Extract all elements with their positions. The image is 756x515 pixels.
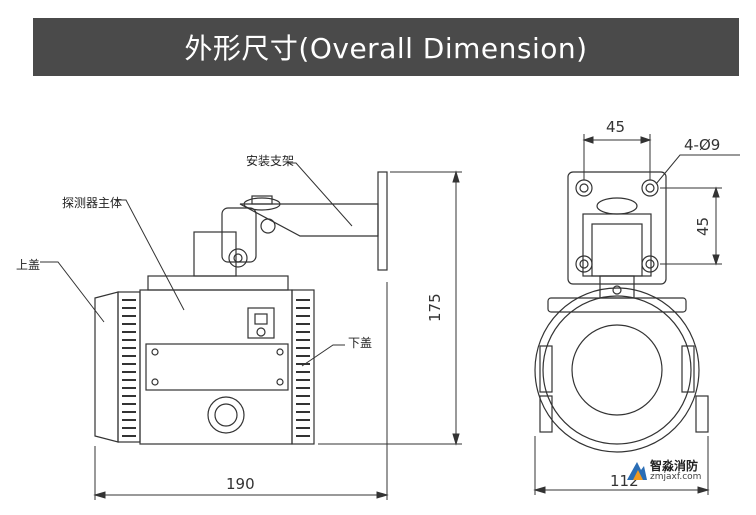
- main-body-shape: [139, 289, 293, 445]
- dim-175: 175: [426, 293, 444, 322]
- flame-logo-icon: [627, 462, 647, 480]
- label-top-cover: 上盖: [16, 258, 41, 272]
- watermark-name: 智淼消防: [650, 458, 699, 473]
- front-view: [534, 171, 709, 453]
- dim-45-horizontal: 45: [606, 118, 626, 136]
- dimension-45h-lines: [582, 134, 652, 180]
- dimension-175-lines: [318, 170, 462, 446]
- name-plate: [145, 343, 289, 391]
- pivot-bolt: [228, 248, 248, 268]
- bottom-cover-shape: [291, 289, 315, 445]
- front-window: [571, 324, 663, 416]
- dimension-45v-lines: [660, 186, 722, 266]
- cable-gland: [207, 396, 245, 434]
- dimension-112-lines: [533, 436, 710, 495]
- bracket-arm: [239, 203, 379, 237]
- page-title: 外形尺寸(Overall Dimension): [184, 32, 588, 65]
- dim-holes: 4-Ø9: [684, 136, 721, 154]
- leader-lines-side: [40, 162, 353, 367]
- wall-plate: [377, 171, 388, 271]
- front-body-ring: [534, 287, 700, 453]
- side-view: [94, 171, 388, 445]
- title-banner: 外形尺寸(Overall Dimension): [33, 18, 739, 76]
- watermark-url: zmjaxf.com: [650, 471, 702, 482]
- holes-leader: [655, 154, 740, 185]
- dimension-190-lines: [93, 282, 389, 500]
- label-main-body: 探测器主体: [62, 196, 123, 210]
- bracket-plate: [567, 171, 667, 285]
- dim-45-vertical: 45: [694, 216, 712, 236]
- label-bottom-cover: 下盖: [348, 336, 373, 350]
- label-bracket: 安装支架: [246, 154, 295, 168]
- dim-190: 190: [226, 475, 255, 493]
- watermark: 智淼消防 zmjaxf.com: [624, 458, 701, 484]
